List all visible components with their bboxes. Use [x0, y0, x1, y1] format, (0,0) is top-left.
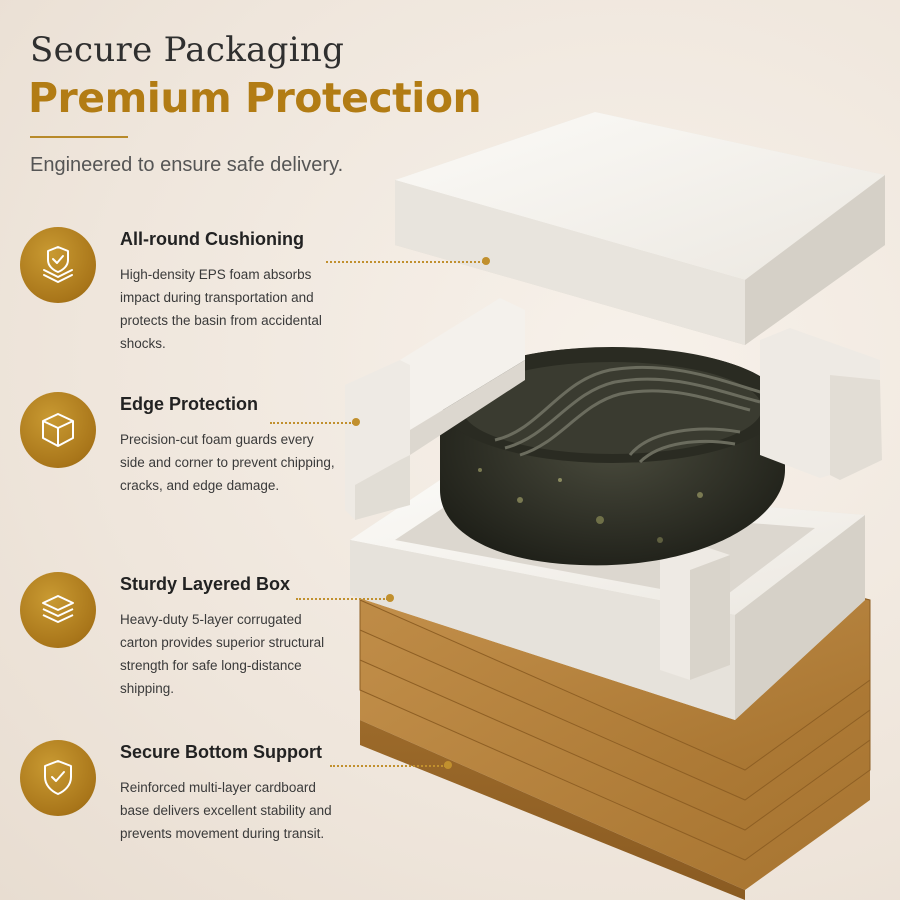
page-title-line1: Secure Packaging: [30, 30, 345, 70]
feature-badge: [20, 392, 96, 468]
stacked-layers-icon: [42, 595, 74, 623]
packaging-exploded-illustration: [345, 112, 885, 900]
leader-dot-cushioning: [482, 257, 490, 265]
stone-basin: [440, 347, 785, 566]
foam-top-lid: [395, 112, 885, 345]
feature-description: Precision-cut foam guards every side and…: [120, 432, 335, 493]
page-subtitle: Engineered to ensure safe delivery.: [30, 154, 344, 176]
feature-edge-protection: Edge Protection Precision-cut foam guard…: [20, 392, 460, 522]
leader-dot-edge: [352, 418, 360, 426]
feature-title: Sturdy Layered Box: [120, 574, 291, 594]
feature-title: Edge Protection: [120, 394, 259, 414]
feature-title: Secure Bottom Support: [120, 742, 323, 762]
leader-line-edge: [270, 422, 354, 424]
foam-edge-guard-right: [760, 328, 882, 480]
title-divider: [30, 136, 128, 138]
leader-line-box: [296, 598, 388, 600]
feature-badge: [20, 740, 96, 816]
foam-edge-guard-left: [345, 298, 525, 520]
leader-line-bottom: [330, 765, 446, 767]
shield-check-icon: [44, 760, 72, 795]
shield-layers-icon: [43, 246, 73, 283]
feature-badge: [20, 572, 96, 648]
cube-icon: [42, 413, 74, 447]
leader-line-cushioning: [326, 261, 484, 263]
feature-description: Reinforced multi-layer cardboard base de…: [120, 780, 332, 841]
feature-secure-bottom-support: Secure Bottom Support Reinforced multi-l…: [20, 740, 460, 880]
feature-description: Heavy-duty 5-layer corrugated carton pro…: [120, 612, 325, 696]
feature-sturdy-layered-box: Sturdy Layered Box Heavy-duty 5-layer co…: [20, 572, 460, 702]
page-title-line2: Premium Protection: [28, 74, 482, 122]
leader-dot-box: [386, 594, 394, 602]
feature-badge: [20, 227, 96, 303]
feature-title: All-round Cushioning: [120, 229, 304, 249]
feature-all-round-cushioning: All-round Cushioning High-density EPS fo…: [20, 227, 460, 351]
feature-description: High-density EPS foam absorbs impact dur…: [120, 267, 322, 351]
leader-dot-bottom: [444, 761, 452, 769]
